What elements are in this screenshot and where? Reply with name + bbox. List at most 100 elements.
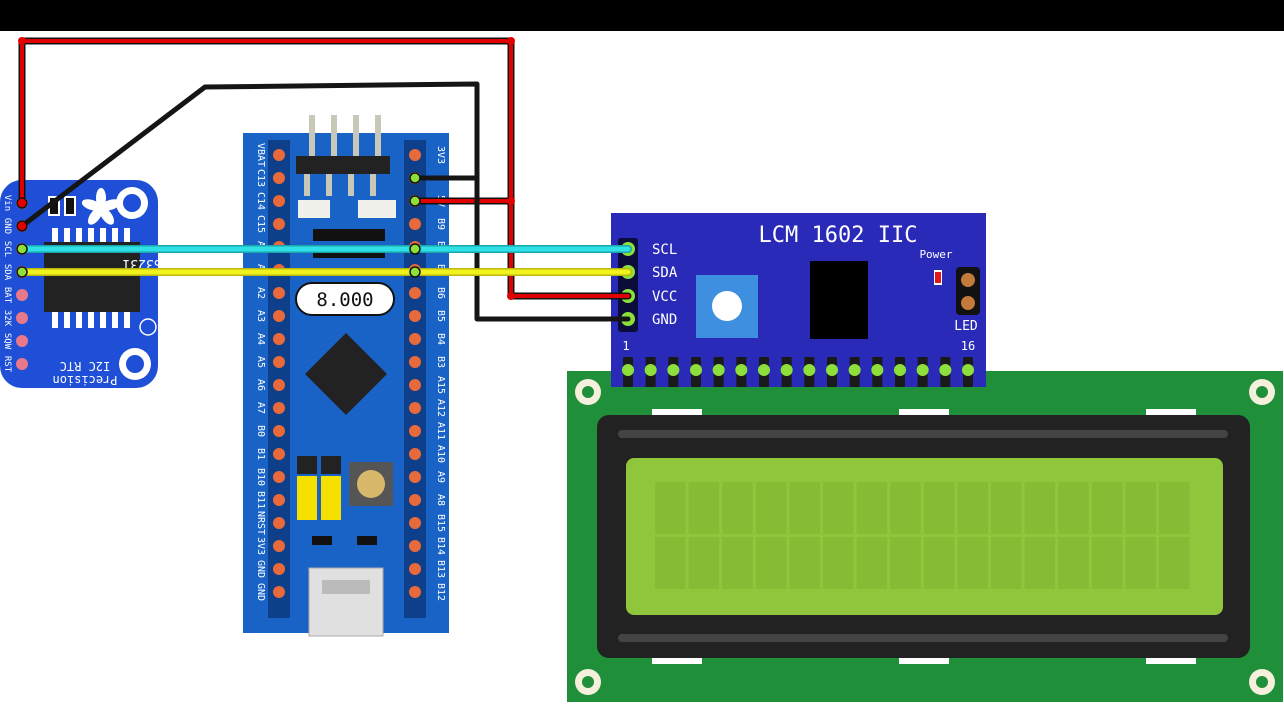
bluepill-right-pin[interactable] xyxy=(409,563,421,575)
bluepill-left-pin-label: A2 xyxy=(255,287,266,299)
bluepill-left-pin[interactable] xyxy=(273,218,285,230)
bluepill-left-pin[interactable] xyxy=(273,379,285,391)
lcd-header-pin-contact xyxy=(803,364,816,376)
bluepill-right-pin[interactable] xyxy=(409,402,421,414)
bluepill-right-pin[interactable] xyxy=(409,287,421,299)
lcd-cell xyxy=(1125,482,1156,534)
bluepill-left-pin[interactable] xyxy=(273,540,285,552)
bluepill-right-pin-label: A11 xyxy=(435,422,446,440)
lcd-cell xyxy=(789,537,820,589)
bluepill-right-pin[interactable] xyxy=(409,149,421,161)
lcd-header-pin-contact xyxy=(644,364,657,376)
lcd-header-pin-contact xyxy=(667,364,680,376)
lcd-header-pin-contact xyxy=(848,364,861,376)
bluepill-left-pin[interactable] xyxy=(273,517,285,529)
pin-label-gnd: GND xyxy=(652,312,677,328)
lcd-cell xyxy=(823,482,854,534)
bluepill-right-pin[interactable] xyxy=(409,333,421,345)
bluepill-left-pin[interactable] xyxy=(273,494,285,506)
power-led-red xyxy=(935,272,941,283)
stm32-blue-pill: VBATC13C14C15A0A1A2A3A4A5A6A7B0B1B10B11N… xyxy=(243,115,449,637)
lcd-bezel-bottom-strip xyxy=(618,634,1228,642)
bluepill-pin-g-node[interactable] xyxy=(409,172,421,184)
rtc-pin[interactable] xyxy=(16,335,28,347)
pin-label-vcc: VCC xyxy=(652,289,677,305)
micro-usb-port[interactable] xyxy=(308,567,384,637)
rtc-model-label: I2C RTC xyxy=(60,359,111,373)
bluepill-left-pin-label: B10 xyxy=(255,468,266,486)
potentiometer-knob[interactable] xyxy=(712,291,742,321)
lcd-cell xyxy=(789,482,820,534)
bluepill-left-pin-label: VBAT xyxy=(255,143,266,167)
bluepill-left-pin-label: GND xyxy=(255,583,266,601)
bluepill-left-pin[interactable] xyxy=(273,287,285,299)
bluepill-left-pin[interactable] xyxy=(273,310,285,322)
bluepill-left-pin[interactable] xyxy=(273,356,285,368)
bluepill-left-pin[interactable] xyxy=(273,448,285,460)
rtc-pin-gnd-node[interactable] xyxy=(16,220,28,232)
bluepill-left-pin[interactable] xyxy=(273,172,285,184)
lcd-screen xyxy=(626,458,1223,615)
crystal xyxy=(295,282,395,316)
bluepill-right-pin[interactable] xyxy=(409,218,421,230)
bluepill-pin-b7-node[interactable] xyxy=(409,243,421,255)
lcd-cell xyxy=(856,537,888,589)
bluepill-right-pin[interactable] xyxy=(409,586,421,598)
bluepill-pin-5v-node[interactable] xyxy=(409,195,421,207)
reset-button[interactable] xyxy=(357,470,385,498)
rtc-pin[interactable] xyxy=(16,289,28,301)
rtc-pin[interactable] xyxy=(16,358,28,370)
lcd-header-pin-contact xyxy=(780,364,793,376)
power-label: Power xyxy=(919,248,952,261)
bluepill-right-pin[interactable] xyxy=(409,494,421,506)
bluepill-right-pin-label: B5 xyxy=(435,310,446,322)
lcd-header-pin-contact xyxy=(826,364,838,376)
rtc-pin-scl-node[interactable] xyxy=(16,243,28,255)
rtc-pin-sda-node[interactable] xyxy=(16,266,28,278)
rtc-pin-label: SDA xyxy=(2,264,12,281)
bluepill-right-pin[interactable] xyxy=(409,425,421,437)
lcd-cell xyxy=(856,482,888,534)
bluepill-left-pin[interactable] xyxy=(273,149,285,161)
lcd-cell xyxy=(957,537,988,589)
crystal-label: 8.000 xyxy=(316,289,373,311)
smd-part xyxy=(357,536,377,545)
bluepill-left-pin[interactable] xyxy=(273,425,285,437)
bluepill-left-pin[interactable] xyxy=(273,333,285,345)
bluepill-right-pin[interactable] xyxy=(409,471,421,483)
bluepill-right-pin-label: A12 xyxy=(435,399,446,417)
lcd-cell xyxy=(688,537,720,589)
bluepill-left-pin-label: A5 xyxy=(255,356,266,368)
rtc-pin-label: SQW xyxy=(2,333,12,350)
bluepill-right-pin[interactable] xyxy=(409,310,421,322)
bluepill-left-pin-label: A4 xyxy=(255,333,266,345)
bluepill-left-pin[interactable] xyxy=(273,471,285,483)
bluepill-left-pin[interactable] xyxy=(273,195,285,207)
wire-black-gnd xyxy=(19,81,631,322)
bluepill-left-pin-label: B0 xyxy=(255,425,266,437)
bluepill-pin-b6-node[interactable] xyxy=(409,266,421,278)
programming-header xyxy=(296,115,390,196)
bluepill-right-pin[interactable] xyxy=(409,517,421,529)
bluepill-right-pin[interactable] xyxy=(409,448,421,460)
rtc-pin[interactable] xyxy=(16,312,28,324)
bluepill-left-pin[interactable] xyxy=(273,586,285,598)
lcd-cell xyxy=(755,537,787,589)
mcu-chip xyxy=(304,332,388,416)
bluepill-left-pin-label: B1 xyxy=(255,448,266,460)
smd-part xyxy=(312,536,332,545)
bluepill-right-pin-label: B13 xyxy=(435,560,446,578)
lcd-cell xyxy=(890,537,921,589)
rtc-pin-vin-node[interactable] xyxy=(16,197,28,209)
i2c-backpack: LCM 1602 IIC Power LED 1 16 SCL SDA VCC … xyxy=(611,213,986,387)
bluepill-right-pin[interactable] xyxy=(409,356,421,368)
bluepill-right-pin[interactable] xyxy=(409,540,421,552)
bluepill-right-pin-label: B4 xyxy=(435,333,446,345)
lcd-cell xyxy=(991,537,1022,589)
bluepill-left-pin[interactable] xyxy=(273,402,285,414)
bluepill-left-pin[interactable] xyxy=(273,563,285,575)
lcd-cell xyxy=(890,482,921,534)
bluepill-left-pin-label: A6 xyxy=(255,379,266,391)
bluepill-right-pin[interactable] xyxy=(409,379,421,391)
